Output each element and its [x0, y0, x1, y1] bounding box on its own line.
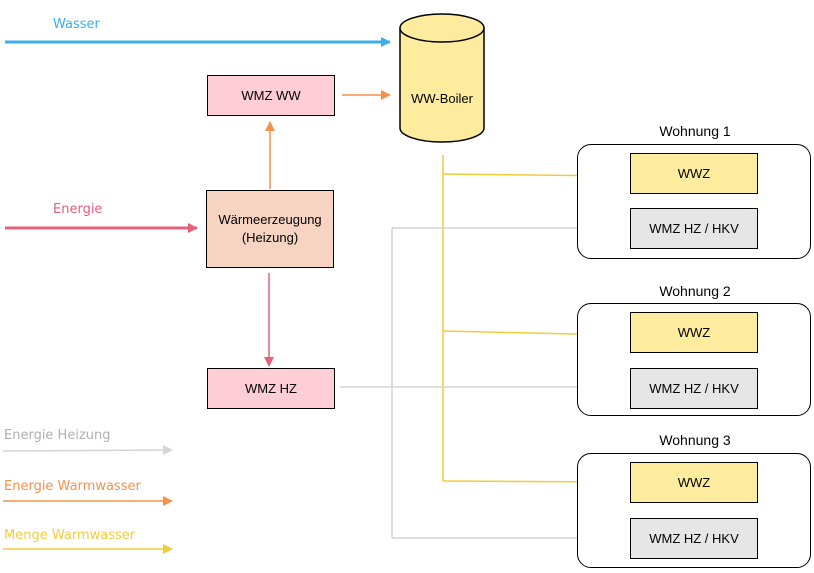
legend-warmwater-amount-label: Menge Warmwasser — [4, 528, 136, 543]
wohnung-3-wwz: WWZ — [630, 462, 758, 503]
waermeerzeugung-node: Wärmeerzeugung (Heizung) — [206, 190, 334, 268]
wohnung-2-wmz: WMZ HZ / HKV — [630, 368, 758, 409]
ww-boiler-cylinder — [399, 13, 485, 143]
legend-heating-arrow — [2, 445, 173, 456]
wohnung-1-wwz: WWZ — [630, 153, 758, 194]
energy-label: Energie — [53, 202, 103, 217]
legend-heating-label: Energie Heizung — [4, 428, 111, 443]
wmz-ww-node: WMZ WW — [207, 75, 335, 116]
wohnung-2-wwz: WWZ — [630, 312, 758, 353]
wohnung-1-title: Wohnung 1 — [659, 123, 731, 139]
wohnung-1-wmz: WMZ HZ / HKV — [630, 208, 758, 249]
water-label: Wasser — [53, 17, 100, 32]
wohnung-3-title: Wohnung 3 — [659, 432, 731, 448]
wohnung-2-title: Wohnung 2 — [659, 283, 731, 299]
legend-warmwater-energy-label: Energie Warmwasser — [4, 479, 141, 494]
wmz-hz-node: WMZ HZ — [207, 368, 335, 409]
ww-boiler-label: WW-Boiler — [411, 91, 474, 106]
wohnung-3-wmz: WMZ HZ / HKV — [630, 518, 758, 559]
